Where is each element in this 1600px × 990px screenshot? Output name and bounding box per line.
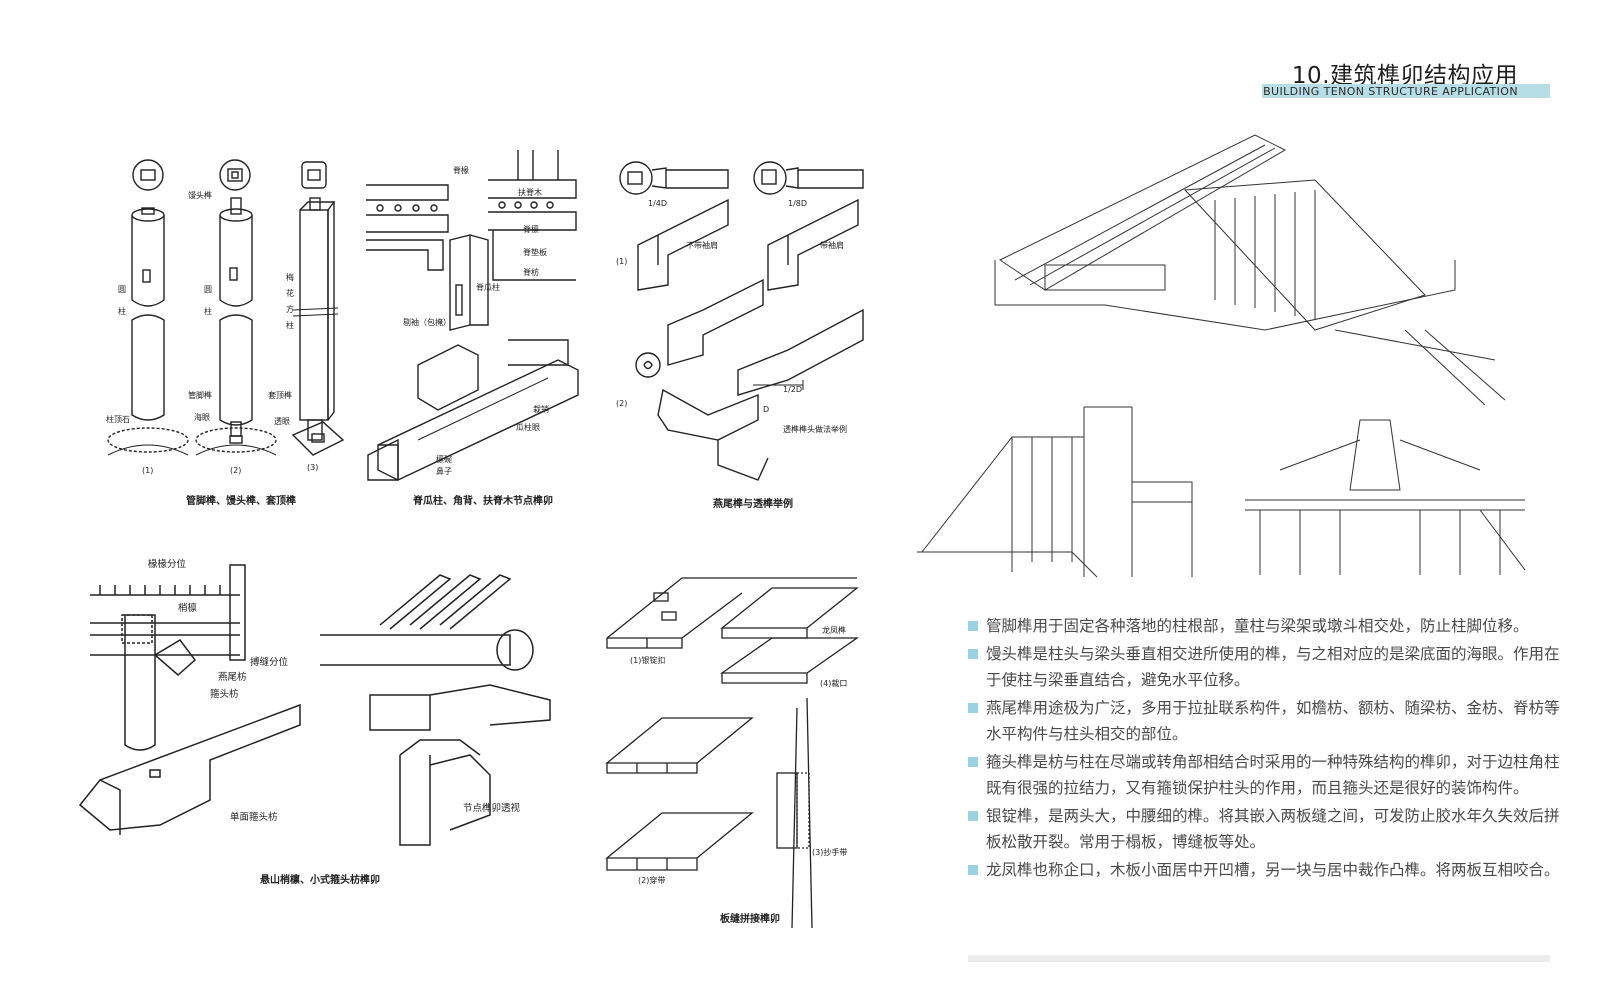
label-longfeng: 龙凤榫 <box>822 625 846 635</box>
page-subtitle: BUILDING TENON STRUCTURE APPLICATION <box>1263 85 1518 98</box>
label-no-sleeve: 不带袖肩 <box>686 240 718 250</box>
board-joints-drawing: (1)银锭扣 龙凤榫 (4)裁口 (2)穿带 (3)抄手带 板缝拼接榫卯 <box>605 577 860 929</box>
ridge-joints-drawing: 脊椽 扶脊木 脊檩 脊垫板 脊枋 脊瓜柱 剔袖（包掩） 檩碗 鼻子 栽销 瓜柱眼… <box>366 150 579 507</box>
label-chaoshoudai: (3)抄手带 <box>812 847 847 857</box>
figure-board-joints: (1)银锭扣 龙凤榫 (4)裁口 (2)穿带 (3)抄手带 板缝拼接榫卯 <box>602 548 872 933</box>
bottom-divider <box>968 955 1550 962</box>
label-bizi: 鼻子 <box>436 466 452 476</box>
paragraph-yinding: 银锭榫，是两头大，中腰细的榫。将其嵌入两板缝之间，可发防止胶水年久失效后拼板松散… <box>968 803 1570 856</box>
dovetail-tenons-drawing: 1/4D 1/8D 不带袖肩 带袖肩 (1) (2) 1/2D D 透榫榫头做法… <box>616 161 864 510</box>
label-hua: 花 <box>286 288 294 298</box>
label-jilin: 脊檩 <box>523 224 539 234</box>
purlin-joints-drawing: 椽椽分位 梢檩 搏缝分位 燕尾枋 箍头枋 单面箍头枋 节点榫卯透视 悬山梢檩、小… <box>78 558 551 886</box>
label-1-2d: 1/2D <box>783 385 802 394</box>
label-fig3-num-1: (1) <box>616 257 627 266</box>
figure-column-tenons: 馒头榫 圆 柱 圆 柱 梅 花 方 柱 管脚榫 海眼 套顶榫 透眼 柱顶石 (1… <box>88 140 356 520</box>
label-through-tenon-example: 透榫榫头做法举例 <box>783 424 847 434</box>
label-zhu-3: 柱 <box>286 320 294 330</box>
building-perspective-sketch <box>985 130 1510 405</box>
column-tenons-drawing: 馒头榫 圆 柱 圆 柱 梅 花 方 柱 管脚榫 海眼 套顶榫 透眼 柱顶石 (1… <box>106 159 345 507</box>
label-guazhuyan: 瓜柱眼 <box>516 422 540 432</box>
label-jidianban: 脊垫板 <box>523 247 547 257</box>
label-with-sleeve: 带袖肩 <box>820 240 844 250</box>
subtitle-bar <box>1262 84 1550 98</box>
label-chuan-position: 椽椽分位 <box>148 558 187 570</box>
caption-ridge-joints: 脊瓜柱、角背、扶脊木节点榫卯 <box>412 494 553 507</box>
label-chuandai: (2)穿带 <box>638 875 665 885</box>
building-elevation-right <box>1240 410 1530 580</box>
label-touyan: 透眼 <box>274 417 290 426</box>
label-node-perspective: 节点榫卯透视 <box>463 802 521 814</box>
label-zhu-2: 柱 <box>204 306 212 316</box>
bullet-square-icon <box>968 864 978 875</box>
paragraph-mantou: 馒头榫是柱头与梁头垂直相交进所使用的榫，与之相对应的是梁底面的海眼。作用在于使柱… <box>968 641 1570 694</box>
label-1-4d: 1/4D <box>648 199 667 208</box>
label-d: D <box>763 405 769 414</box>
caption-column-tenons: 管脚榫、馒头榫、套顶榫 <box>186 494 296 507</box>
label-zhu-1: 柱 <box>118 306 126 316</box>
bullet-square-icon <box>968 756 978 767</box>
label-mantou-tenon: 馒头榫 <box>188 190 212 200</box>
label-gutoufang: 箍头枋 <box>210 688 239 700</box>
bullet-square-icon <box>968 621 978 631</box>
label-yindingkou: (1)银锭扣 <box>630 655 665 665</box>
building-elevation-left-drawing <box>917 406 1193 578</box>
label-haiyan: 海眼 <box>194 412 210 422</box>
label-mei: 梅 <box>286 272 294 282</box>
label-zaixiao: 栽销 <box>533 404 549 414</box>
label-caikou: (4)裁口 <box>820 678 847 688</box>
caption-board-joints: 板缝拼接榫卯 <box>720 912 780 925</box>
building-elevation-right-drawing <box>1245 419 1526 575</box>
label-1-8d: 1/8D <box>788 199 807 208</box>
paragraph-longfeng: 龙凤榫也称企口，木板小面居中开凹槽，另一块与居中裁作凸榫。将两板互相咬合。 <box>968 857 1570 884</box>
caption-purlin-joints: 悬山梢檩、小式箍头枋榫卯 <box>259 873 380 886</box>
label-yanweifang: 燕尾枋 <box>218 671 247 683</box>
building-perspective-drawing <box>994 134 1506 405</box>
label-guanjiao-tenon: 管脚榫 <box>188 390 212 400</box>
figure-ridge-joints: 脊椽 扶脊木 脊檩 脊垫板 脊枋 脊瓜柱 剔袖（包掩） 檩碗 鼻子 栽销 瓜柱眼… <box>358 140 596 520</box>
paragraph-guanjiao: 管脚榫用于固定各种落地的柱根部，童柱与梁架或墩斗相交处，防止柱脚位移。 <box>968 613 1570 640</box>
bullet-square-icon <box>968 810 978 821</box>
label-linwan: 檩碗 <box>436 454 452 464</box>
label-yuan-2: 圆 <box>204 285 212 294</box>
label-jichuan: 脊椽 <box>453 165 469 175</box>
caption-dovetail-tenons: 燕尾榫与透榫举例 <box>713 497 793 510</box>
description-list: 管脚榫用于固定各种落地的柱根部，童柱与梁架或墩斗相交处，防止柱脚位移。 馒头榫是… <box>968 613 1570 884</box>
label-jifang: 脊枋 <box>523 267 539 277</box>
label-shaolin: 梢檩 <box>178 602 198 614</box>
paragraph-yanwei: 燕尾榫用途极为广泛，多用于拉扯联系构件，如檐枋、额枋、随梁枋、金枋、脊枋等水平构… <box>968 695 1570 748</box>
label-fang: 方 <box>286 304 294 314</box>
figure-dovetail-tenons: 1/4D 1/8D 不带袖肩 带袖肩 (1) (2) 1/2D D 透榫榫头做法… <box>608 140 880 522</box>
label-num-2: (2) <box>230 466 241 475</box>
label-tixiu: 剔袖（包掩） <box>403 317 451 327</box>
label-single-gutoufang: 单面箍头枋 <box>230 811 278 823</box>
label-num-3: (3) <box>307 463 318 472</box>
label-bofeng-position: 搏缝分位 <box>250 656 289 668</box>
building-elevation-left <box>912 402 1212 580</box>
label-num-1: (1) <box>142 466 153 475</box>
label-taoding-tenon: 套顶榫 <box>268 390 292 400</box>
bullet-square-icon <box>968 648 978 659</box>
figure-purlin-joints: 椽椽分位 梢檩 搏缝分位 燕尾枋 箍头枋 单面箍头枋 节点榫卯透视 悬山梢檩、小… <box>70 545 590 900</box>
label-jiguazhu: 脊瓜柱 <box>476 282 500 292</box>
paragraph-gutou: 箍头榫是枋与柱在尽端或转角部相结合时采用的一种特殊结构的榫卯，对于边柱角柱既有很… <box>968 749 1570 802</box>
label-yuan-1: 圆 <box>118 285 126 294</box>
label-fig3-num-2: (2) <box>616 399 627 408</box>
bullet-square-icon <box>968 702 978 713</box>
label-zhudingshi: 柱顶石 <box>106 414 130 424</box>
label-fujimu: 扶脊木 <box>518 187 542 197</box>
